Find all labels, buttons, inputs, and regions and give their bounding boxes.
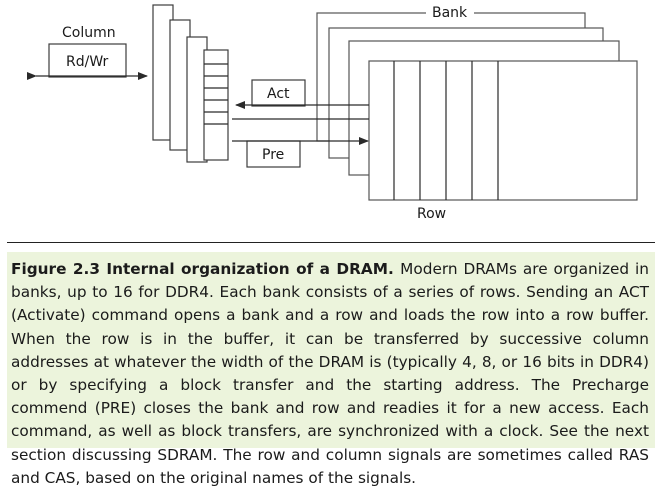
bank-label: Bank — [432, 5, 468, 21]
act-label: Act — [267, 86, 290, 102]
figure-caption: Figure 2.3 Internal organization of a DR… — [7, 252, 655, 487]
caption-heading: Internal organization of a DRAM. — [106, 260, 401, 278]
caption-body: Modern DRAMs are organized in banks, up … — [11, 260, 650, 487]
figure: Column Rd/Wr — [7, 3, 655, 487]
rdwr-box — [48, 43, 127, 78]
bank-stack — [316, 12, 638, 201]
caption-figure-number: Figure 2.3 — [11, 260, 107, 278]
pre-box — [246, 140, 301, 168]
row-buffer-stack — [152, 4, 229, 163]
pre-label: Pre — [262, 147, 284, 163]
rdwr-label: Rd/Wr — [66, 54, 109, 70]
row-label: Row — [417, 206, 446, 222]
act-box — [251, 79, 306, 107]
dram-organization-diagram: Column Rd/Wr — [27, 3, 638, 222]
caption-rule — [7, 242, 655, 243]
column-label: Column — [62, 25, 116, 41]
